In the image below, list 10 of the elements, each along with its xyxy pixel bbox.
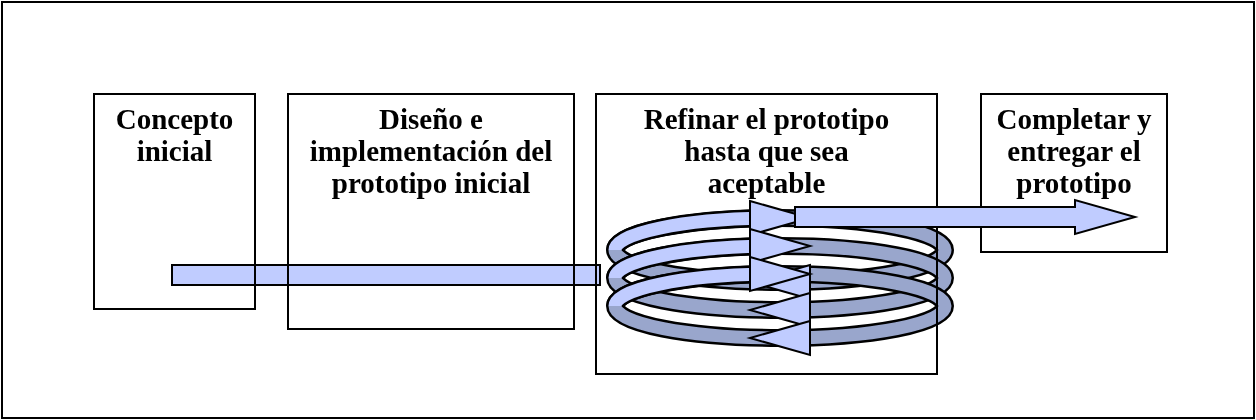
process-box xyxy=(595,93,938,375)
process-box xyxy=(287,93,575,330)
step-label: Concepto inicial xyxy=(114,103,235,167)
step-label: Refinar el prototipo hasta que sea aceptable xyxy=(642,103,891,199)
step-label: Completar y entregar el prototipo xyxy=(995,103,1153,199)
block-arrow xyxy=(794,198,1139,236)
step-label: Diseño e implementación del prototipo inicial xyxy=(309,103,553,199)
process-box xyxy=(980,93,1168,253)
block-arrow xyxy=(171,264,601,286)
process-box xyxy=(93,93,256,310)
